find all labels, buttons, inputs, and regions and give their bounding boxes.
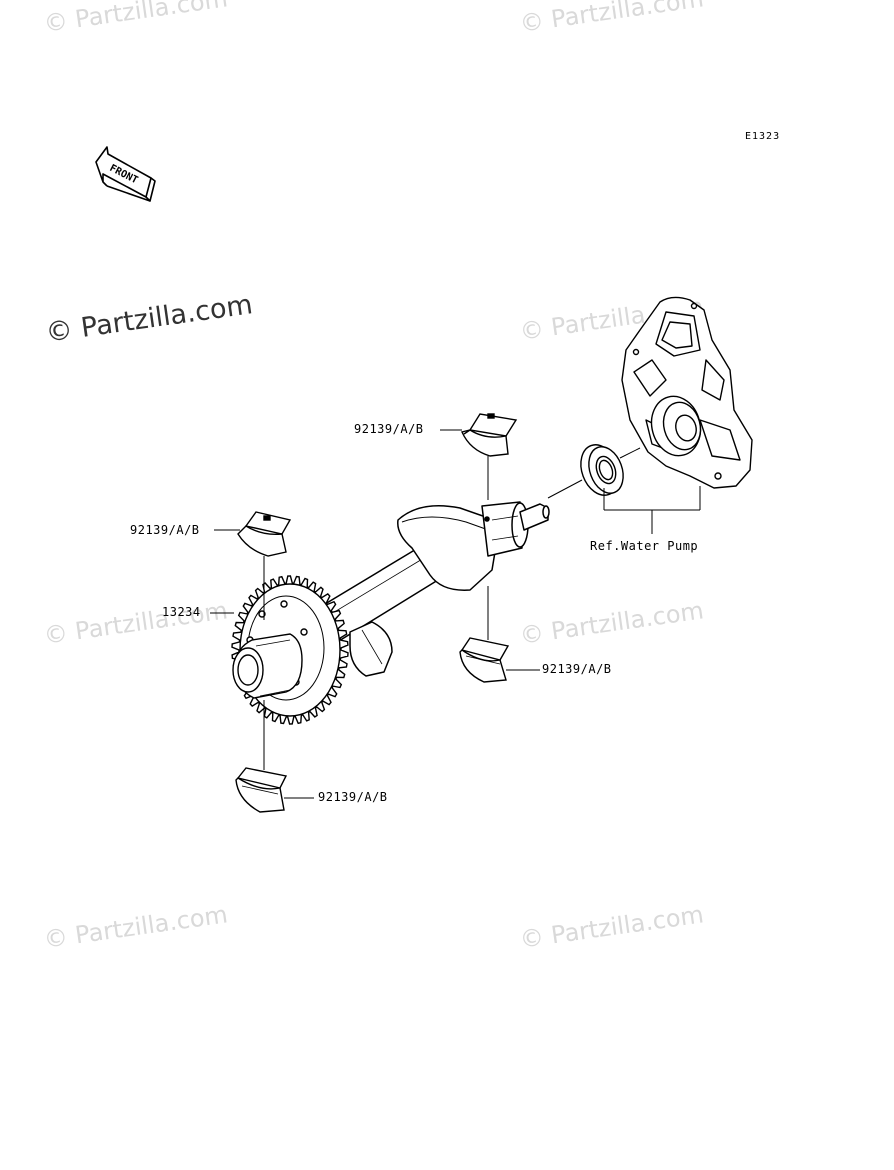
callout-bearing-top-right: 92139/A/B xyxy=(354,422,424,436)
callout-bearing-bottom: 92139/A/B xyxy=(318,790,388,804)
leader-lines xyxy=(210,429,701,799)
bearing-shell-top-right xyxy=(461,413,518,457)
oil-seal xyxy=(580,444,624,496)
bearing-shell-top-left xyxy=(237,511,292,557)
water-pump-cover xyxy=(621,296,753,489)
bearing-shell-mid-right xyxy=(459,637,510,683)
front-arrow-icon: FRONT xyxy=(95,146,156,202)
balancer-gear xyxy=(231,575,349,725)
bearing-shell-bottom xyxy=(235,767,288,813)
callout-gear: 13234 xyxy=(162,605,201,619)
callout-bearing-top-left: 92139/A/B xyxy=(130,523,200,537)
callout-bearing-mid-right: 92139/A/B xyxy=(542,662,612,676)
diagram-code: E1323 xyxy=(745,131,781,142)
callout-ref-water-pump: Ref.Water Pump xyxy=(590,539,699,553)
